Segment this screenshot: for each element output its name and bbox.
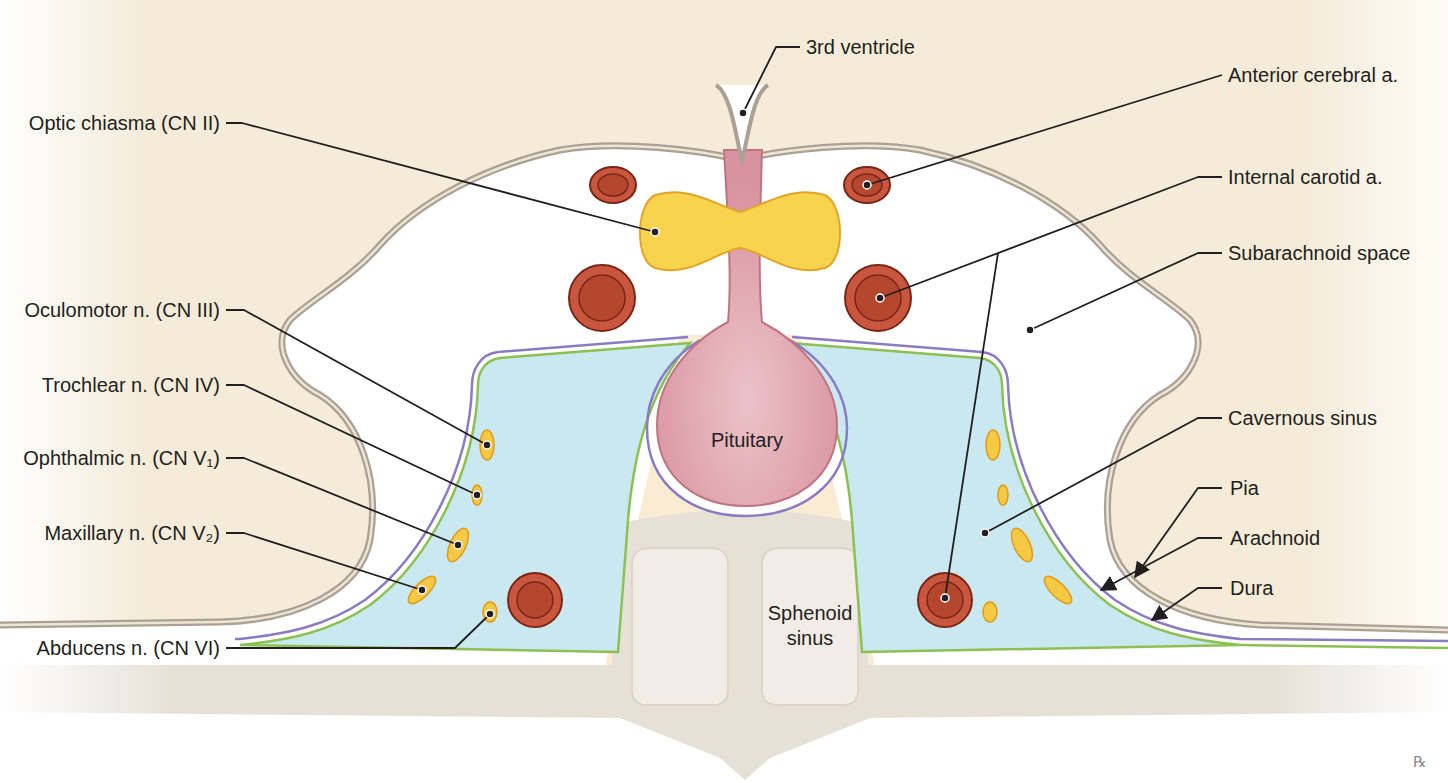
leader-arrow — [1101, 538, 1222, 590]
oculomotor-nerve — [480, 430, 494, 460]
leader-line — [1030, 253, 1222, 330]
artery-lumen — [517, 582, 553, 618]
trochlear-nerve — [472, 485, 482, 505]
leader-group — [226, 47, 1222, 648]
structure-label: Sphenoid sinus — [762, 601, 858, 651]
leader-line — [743, 47, 800, 113]
structure-label: Abducens n. (CN VI) — [37, 636, 220, 661]
leader-dot — [876, 294, 884, 302]
maxillary-nerve — [404, 572, 439, 607]
leader-dot — [651, 228, 659, 236]
internal-carotid-artery — [845, 265, 911, 331]
leader-dot — [483, 441, 491, 449]
structure-label: Cavernous sinus — [1228, 406, 1377, 431]
sphenoid-sinus-cavity — [632, 548, 728, 705]
leader-dot — [473, 491, 481, 499]
structure-label: Trochlear n. (CN IV) — [42, 373, 220, 398]
leader-arrow — [1152, 588, 1222, 620]
structure-label: Internal carotid a. — [1228, 165, 1383, 190]
anterior-cerebral-artery — [844, 167, 890, 203]
leader-line — [945, 253, 998, 598]
artery-lumen — [927, 582, 963, 618]
leader-dot — [863, 181, 871, 189]
internal-carotid-artery — [569, 265, 635, 331]
leader-dots — [418, 109, 1034, 618]
cavernous-sinus — [790, 343, 1240, 652]
leader-line — [867, 75, 1222, 185]
layer-label: Pia — [1230, 476, 1259, 501]
leader-line — [226, 533, 422, 590]
artery-lumen — [855, 275, 901, 321]
structure-label: Anterior cerebral a. — [1228, 63, 1398, 88]
artery-lumen — [579, 275, 625, 321]
sphenoid-sinus-cavity — [762, 548, 858, 705]
leader-line — [226, 123, 655, 232]
leader-line — [226, 614, 490, 648]
structure-label: Subarachnoid space — [1228, 241, 1410, 266]
leader-line — [226, 385, 477, 495]
leader-dot — [454, 541, 462, 549]
oculomotor-nerve — [986, 430, 1000, 460]
leader-dot — [941, 594, 949, 602]
pia-mater — [0, 146, 1448, 630]
watermark: ℞ — [1413, 753, 1426, 772]
arachnoid-floor — [1240, 645, 1448, 648]
dura-mater — [792, 337, 1448, 641]
structure-label: Optic chiasma (CN II) — [29, 111, 220, 136]
leader-dot — [1026, 326, 1034, 334]
artery-group — [508, 167, 972, 627]
structure-label: Oculomotor n. (CN III) — [24, 298, 220, 323]
leader-dot — [486, 610, 494, 618]
structure-label: Ophthalmic n. (CN V₁) — [23, 446, 220, 471]
optic-chiasma — [640, 192, 840, 270]
nerve-group — [404, 430, 1075, 622]
ophthalmic-nerve — [1007, 525, 1037, 564]
layer-label: Dura — [1230, 576, 1273, 601]
anterior-cerebral-artery — [590, 167, 636, 203]
structure-label: Pituitary — [711, 428, 783, 453]
trochlear-nerve — [998, 485, 1008, 505]
leader-dot — [739, 109, 747, 117]
ophthalmic-nerve — [443, 525, 473, 564]
third-ventricle — [716, 85, 768, 160]
leader-line — [226, 458, 458, 545]
pia-mater — [0, 146, 1448, 630]
leader-dot — [981, 529, 989, 537]
artery-lumen — [852, 174, 882, 196]
leader-line — [880, 177, 1222, 298]
maxillary-nerve — [1040, 572, 1075, 607]
cavernous-sinus — [240, 343, 690, 652]
brain — [0, 0, 1448, 630]
internal-carotid-artery — [508, 573, 562, 627]
abducens-nerve — [983, 602, 997, 622]
leader-line — [226, 310, 487, 445]
structure-label: 3rd ventricle — [806, 35, 915, 60]
leader-dot — [418, 586, 426, 594]
layer-label: Arachnoid — [1230, 526, 1320, 551]
internal-carotid-artery — [918, 573, 972, 627]
artery-lumen — [598, 174, 628, 196]
structure-label: Maxillary n. (CN V₂) — [44, 521, 220, 546]
leader-line — [985, 418, 1222, 533]
leader-arrow — [1135, 488, 1222, 577]
